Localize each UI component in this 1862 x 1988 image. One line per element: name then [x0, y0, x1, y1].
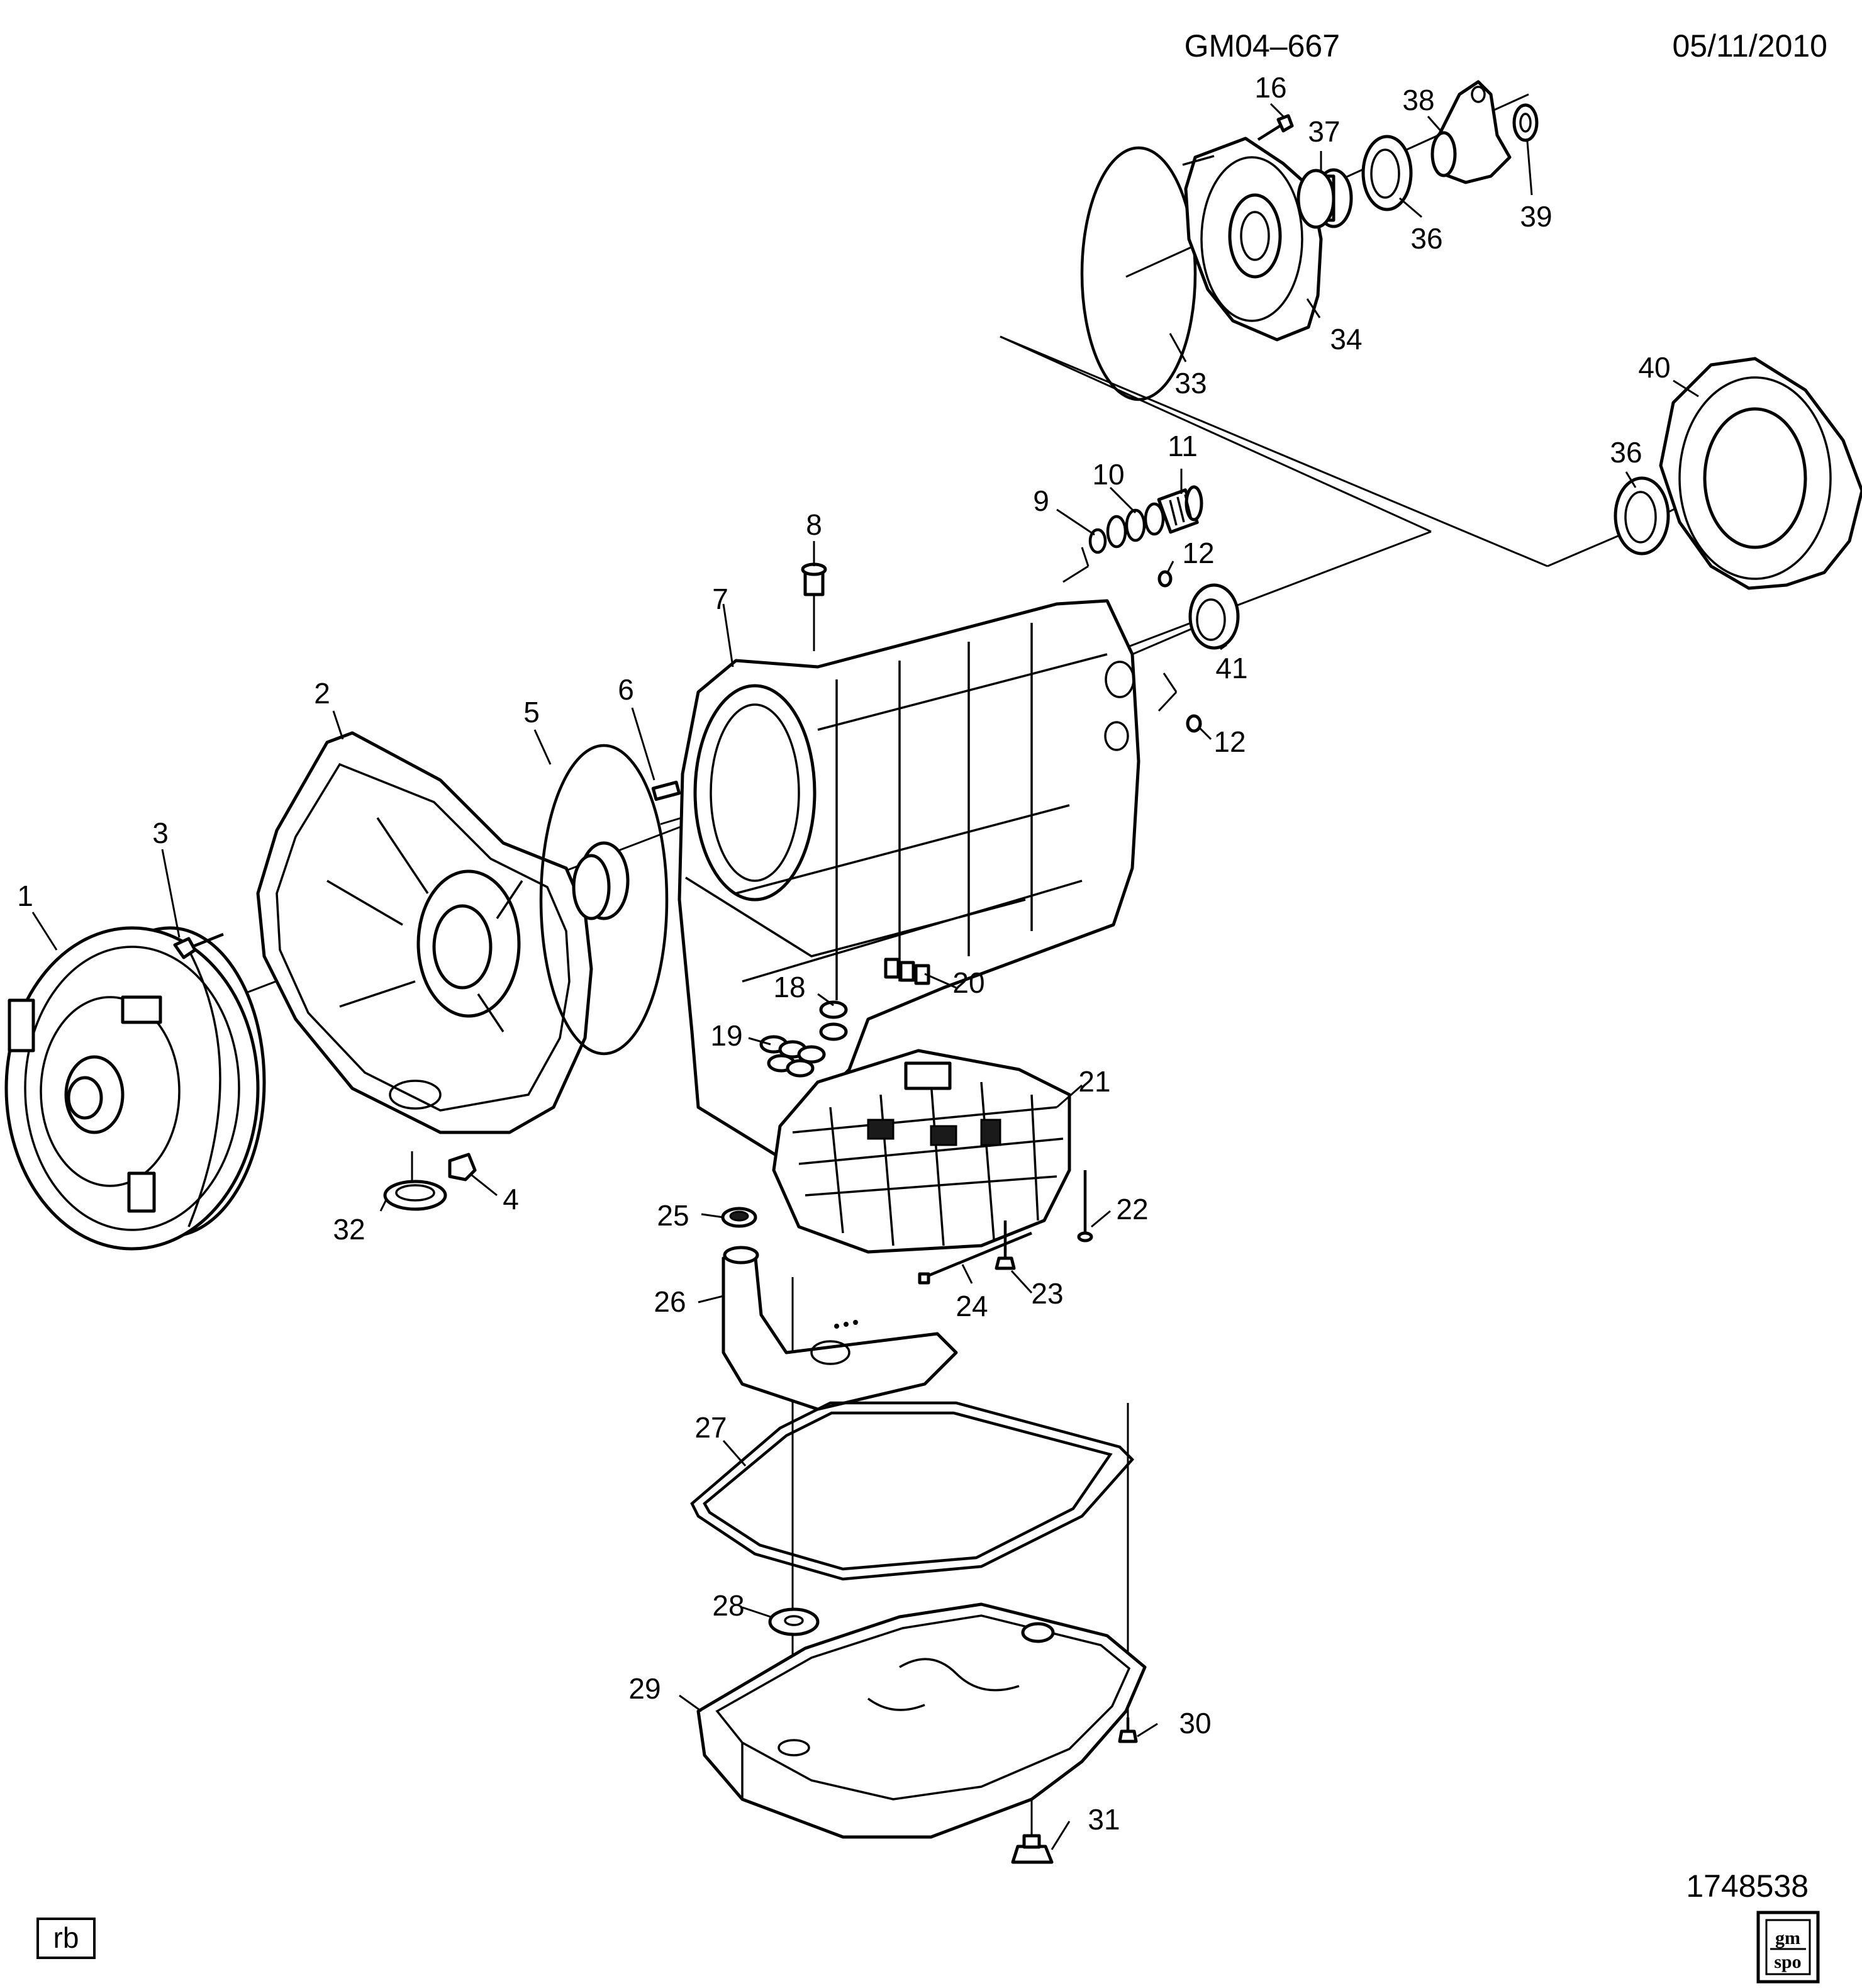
part-29-oil-pan	[696, 1602, 1147, 1839]
part-27-pan-gasket	[690, 1401, 1135, 1581]
callout-10: 10	[1092, 458, 1124, 491]
part-12-plug-lower	[1157, 673, 1202, 733]
callout-29: 29	[628, 1672, 661, 1705]
callout-19: 19	[710, 1019, 742, 1052]
callout-labels: 1 2 3 4 5 6 7 8 9 10 11 12 12 16 18 19 2…	[17, 71, 1670, 1836]
callout-11: 11	[1168, 430, 1198, 462]
callout-39: 39	[1520, 200, 1552, 233]
svg-text:gm: gm	[1775, 1928, 1800, 1948]
part-41-seal	[1188, 583, 1240, 650]
part-2-converter-housing	[256, 731, 630, 1134]
part-28-magnet	[768, 1607, 820, 1636]
callout-12-lower: 12	[1213, 725, 1246, 758]
part-11-connector-sleeve	[1157, 485, 1203, 534]
part-31-drain-plug	[1011, 1799, 1054, 1864]
callout-12-upper: 12	[1182, 537, 1214, 569]
part-9-ring	[1088, 528, 1107, 554]
drawing-id: GM04–667	[1185, 28, 1340, 64]
part-37-bushing	[1296, 168, 1353, 229]
part-1-torque-converter	[4, 926, 266, 1251]
callout-27: 27	[694, 1411, 727, 1444]
part-10-o-rings	[1062, 502, 1165, 583]
part-8-plug	[801, 541, 827, 651]
callout-21: 21	[1078, 1065, 1110, 1098]
callout-31: 31	[1088, 1803, 1120, 1836]
part-32-clip	[383, 1180, 447, 1211]
callout-37: 37	[1308, 115, 1340, 148]
callout-9: 9	[1033, 484, 1049, 517]
part-3-bolt	[173, 932, 224, 959]
part-19-seals	[759, 1035, 826, 1078]
part-20-seals	[884, 958, 930, 985]
callout-6: 6	[618, 673, 634, 706]
part-5-seal	[539, 744, 669, 1056]
callout-24: 24	[956, 1290, 988, 1322]
part-16-bolt	[1257, 114, 1294, 141]
callout-26: 26	[654, 1285, 686, 1318]
callout-8: 8	[806, 508, 822, 541]
callout-28: 28	[712, 1589, 744, 1622]
author-tag: rb	[53, 1921, 79, 1954]
callout-20: 20	[952, 966, 984, 999]
part-24-spring	[918, 1231, 1032, 1285]
reference-number: 1748538	[1686, 1868, 1809, 1904]
part-36-seal-lower	[1614, 476, 1670, 556]
part-22-bolt	[1077, 1170, 1093, 1242]
part-23-bolt	[995, 1220, 1016, 1270]
callout-33: 33	[1174, 367, 1207, 399]
callout-leaders	[31, 103, 1699, 1850]
callout-23: 23	[1031, 1277, 1063, 1310]
callout-3: 3	[152, 817, 169, 849]
part-4-clip	[448, 1153, 477, 1181]
callout-30: 30	[1179, 1707, 1211, 1740]
callout-32: 32	[333, 1213, 365, 1246]
part-21-control-valve-body	[772, 1049, 1071, 1254]
part-39-washer	[1512, 103, 1539, 142]
part-38-yoke	[1430, 80, 1512, 184]
callout-1: 1	[17, 880, 33, 912]
callout-34: 34	[1330, 323, 1362, 355]
part-34-extension-housing	[1182, 137, 1323, 342]
callout-36-upper: 36	[1410, 222, 1442, 255]
author-tag-box: rb	[36, 1918, 96, 1959]
callout-18: 18	[773, 971, 805, 1003]
part-36-seal-upper	[1361, 135, 1413, 211]
callout-16: 16	[1254, 71, 1286, 104]
callout-38: 38	[1402, 84, 1434, 116]
part-25-seal	[721, 1207, 757, 1228]
callout-4: 4	[503, 1183, 519, 1215]
part-30-bolt	[1118, 1717, 1138, 1743]
callout-41: 41	[1215, 652, 1247, 684]
callout-36-lower: 36	[1610, 436, 1642, 469]
drawing-date: 05/11/2010	[1672, 28, 1827, 64]
gm-spo-logo: gm spo	[1756, 1911, 1820, 1984]
callout-40: 40	[1638, 351, 1670, 384]
part-12-plug-upper	[1157, 570, 1173, 588]
svg-text:spo: spo	[1774, 1952, 1801, 1972]
callout-2: 2	[314, 677, 330, 710]
callout-25: 25	[657, 1199, 689, 1232]
callout-7: 7	[712, 583, 728, 615]
callout-5: 5	[523, 696, 540, 729]
part-26-fluid-filter	[722, 1246, 958, 1411]
callout-22: 22	[1116, 1193, 1148, 1226]
part-7-transmission-case	[677, 599, 1140, 1159]
part-40-extension-housing	[1659, 357, 1862, 590]
part-18-seals	[819, 1000, 848, 1041]
part-6-pin	[651, 780, 681, 801]
part-33-seal	[1080, 146, 1197, 401]
